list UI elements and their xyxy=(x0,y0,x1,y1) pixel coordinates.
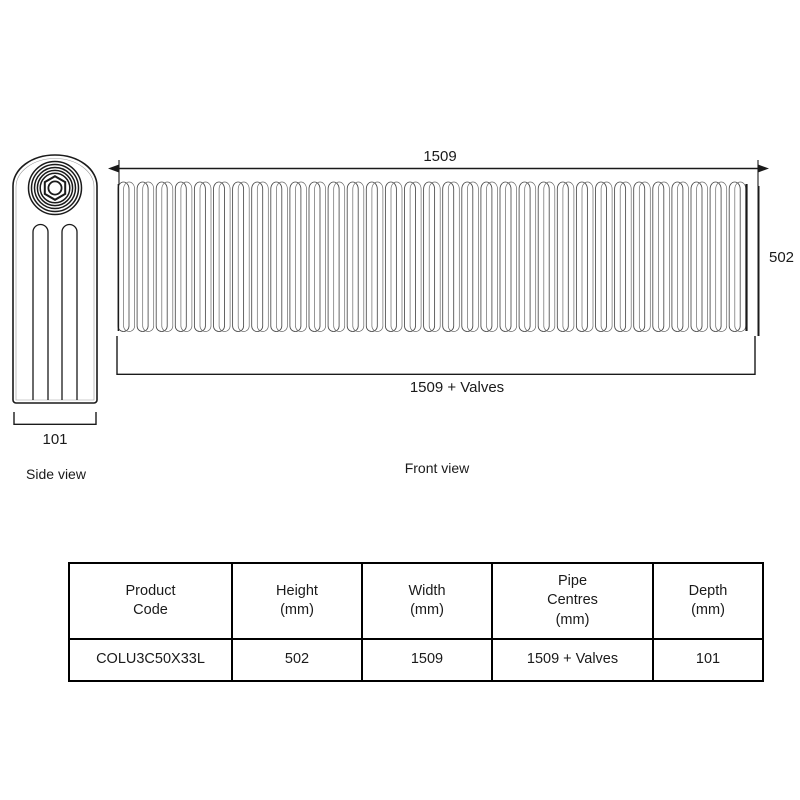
cell-width: 1509 xyxy=(361,638,493,682)
column-header-pipe-centres: Pipe Centres (mm) xyxy=(491,562,654,640)
table-row: COLU3C50X33L 502 1509 1509 + Valves 101 xyxy=(68,638,764,682)
side-view-channel-left xyxy=(32,223,49,400)
table-header: Product Code Height (mm) Width (mm) Pipe… xyxy=(68,562,764,640)
side-view-inner-edge xyxy=(15,158,95,401)
column-header-width: Width (mm) xyxy=(361,562,493,640)
header-line-3: (mm) xyxy=(555,611,590,628)
side-view-nut-bore xyxy=(47,180,63,196)
header-line-1: Pipe xyxy=(557,573,588,590)
cell-height: 502 xyxy=(231,638,363,682)
side-depth-dimension-label: 101 xyxy=(42,431,67,448)
table-header-row: Product Code Height (mm) Width (mm) Pipe… xyxy=(68,562,764,640)
column-header-product-code: Product Code xyxy=(68,562,233,640)
front-height-dimension: 502 xyxy=(757,186,794,336)
cell-product-code: COLU3C50X33L xyxy=(68,638,233,682)
header-line-1: Width xyxy=(408,582,446,599)
specification-table: Product Code Height (mm) Width (mm) Pipe… xyxy=(68,562,764,682)
header-line-1: Product xyxy=(125,582,176,599)
header-line-2: Code xyxy=(133,602,168,618)
cell-depth: 101 xyxy=(652,638,764,682)
side-view-body-outline xyxy=(12,154,98,404)
front-width-dimension: 1509 xyxy=(108,148,769,186)
header-line-2: (mm) xyxy=(691,602,725,618)
front-view-label: Front view xyxy=(405,460,470,476)
side-view-label: Side view xyxy=(26,466,87,482)
front-height-dimension-label: 502 xyxy=(769,249,794,266)
header-line-1: Height xyxy=(276,582,318,599)
side-view-channel-right xyxy=(61,223,78,400)
header-line-2: Centres xyxy=(547,592,598,609)
column-header-depth: Depth (mm) xyxy=(652,562,764,640)
front-pipe-centres-label: 1509 + Valves xyxy=(410,379,504,396)
header-line-2: (mm) xyxy=(410,602,444,618)
table-body: COLU3C50X33L 502 1509 1509 + Valves 101 xyxy=(68,638,764,682)
front-view-fin-bank xyxy=(117,181,748,332)
front-width-dimension-label: 1509 xyxy=(423,148,456,165)
header-line-2: (mm) xyxy=(280,602,314,618)
header-line-1: Depth xyxy=(688,582,728,599)
column-header-height: Height (mm) xyxy=(231,562,363,640)
front-view-group: 1509 xyxy=(108,148,794,476)
cell-pipe-centres: 1509 + Valves xyxy=(491,638,654,682)
side-view-group: 101 Side view xyxy=(12,154,98,482)
side-view-nut-rings xyxy=(27,160,83,216)
side-view-depth-dimension: 101 xyxy=(13,412,97,448)
specification-table-container: Product Code Height (mm) Width (mm) Pipe… xyxy=(68,562,764,682)
front-pipe-centres-dimension: 1509 + Valves xyxy=(116,336,756,396)
